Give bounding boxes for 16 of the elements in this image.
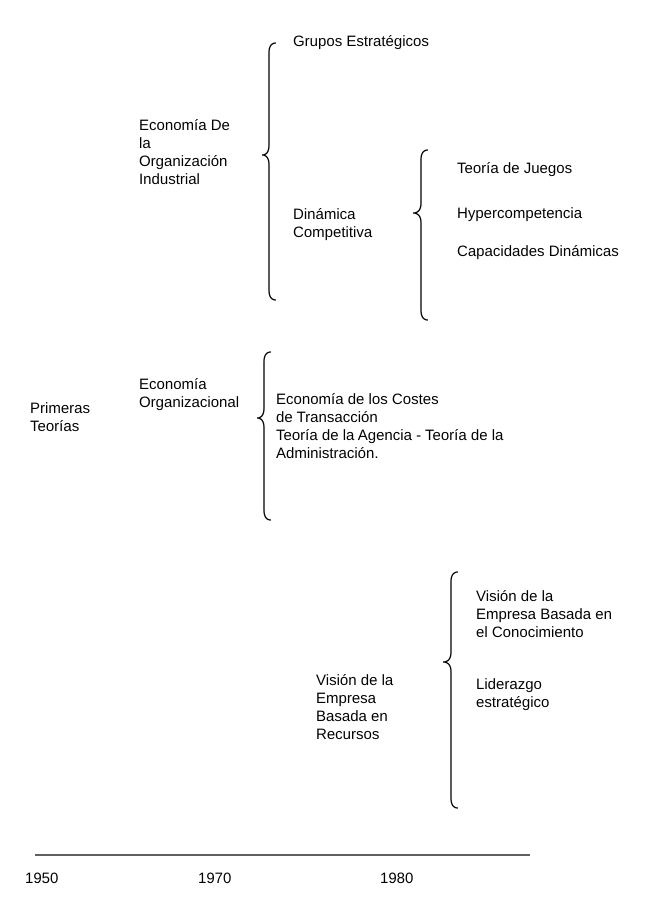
year-label: 1980 xyxy=(380,870,414,888)
category-label: Visión de la Empresa Basada en el Conocimiento xyxy=(476,588,613,642)
category-label: Economía De la Organización Industrial xyxy=(139,117,231,189)
category-label: Hypercompetencia xyxy=(457,205,582,223)
category-label: Dinámica Competitiva xyxy=(293,206,374,242)
category-label: Teoría de la Agencia - Teoría de la Administración. xyxy=(276,427,504,463)
category-label: Liderazgo estratégico xyxy=(476,676,550,712)
category-label: Economía de los Costes de Transacción xyxy=(276,391,440,427)
category-label: Teoría de Juegos xyxy=(457,160,572,178)
year-label: 1970 xyxy=(198,870,232,888)
category-label: Capacidades Dinámicas xyxy=(457,243,619,261)
category-label: Primeras Teorías xyxy=(30,400,92,436)
category-label: Economía Organizacional xyxy=(139,376,240,412)
category-label: Grupos Estratégicos xyxy=(293,33,429,51)
year-label: 1950 xyxy=(25,870,58,888)
category-label: Visión de la Empresa Basada en Recursos xyxy=(316,672,394,744)
